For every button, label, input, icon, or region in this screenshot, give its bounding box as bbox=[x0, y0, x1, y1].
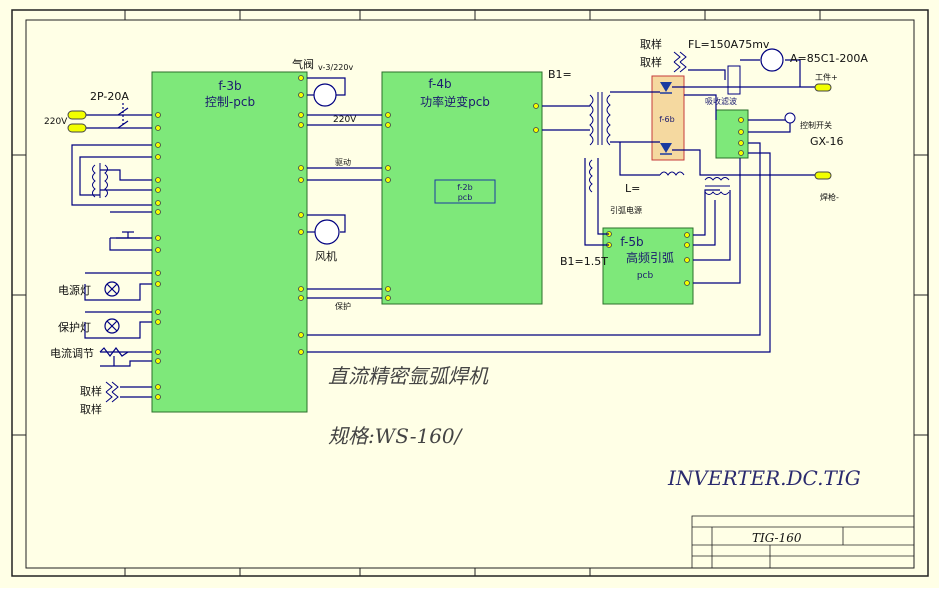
diagram-title: 直流精密氩弧焊机 bbox=[328, 364, 489, 388]
ammeter-label: A=85C1-200A bbox=[790, 52, 868, 65]
inverter-subboard bbox=[434, 179, 496, 204]
arc-pcb-sub: pcb bbox=[637, 271, 654, 281]
title-block bbox=[691, 515, 915, 569]
inverter-pcb-name: 功率逆变pcb bbox=[420, 94, 490, 109]
border-ticks bbox=[12, 10, 928, 576]
gas-valve-symbol bbox=[313, 83, 337, 107]
arc-pcb-block: f-5b 高频引弧 pcb bbox=[602, 227, 694, 305]
fan-symbol bbox=[314, 219, 340, 245]
mains-plugs bbox=[67, 110, 87, 133]
sample-connectors-left bbox=[105, 381, 119, 403]
power-lamp-symbol bbox=[104, 281, 120, 297]
torch-switch-label: 控制开关 bbox=[800, 120, 832, 130]
title-block-drawing-no: TIG-160 bbox=[752, 531, 802, 545]
protect-lamp-symbol bbox=[104, 318, 120, 334]
fan-label: 风机 bbox=[315, 249, 337, 263]
hf-coupling-coil bbox=[704, 177, 730, 195]
fl-label: FL=150A75mv bbox=[688, 38, 770, 51]
sample-top-label-2: 取样 bbox=[640, 55, 662, 69]
ammeter-symbol bbox=[760, 48, 784, 72]
inverter-subboard-id: f-2b bbox=[457, 183, 472, 192]
control-left-pins bbox=[155, 112, 161, 400]
push-button-symbol bbox=[116, 231, 140, 239]
inverter-subboard-name: pcb bbox=[458, 193, 473, 202]
inductor-l bbox=[659, 171, 685, 176]
control-pcb-rect bbox=[151, 71, 308, 413]
torch-switch-symbol bbox=[784, 112, 796, 124]
arc-pcb-name: 高频引弧 bbox=[626, 250, 674, 265]
inner-border bbox=[25, 19, 915, 569]
sample-label-2: 取样 bbox=[80, 402, 102, 416]
gas-valve-spec-label: v-3/220v bbox=[318, 63, 353, 72]
l-label: L= bbox=[625, 182, 640, 195]
sample-connectors-top bbox=[673, 51, 687, 73]
work-plus-label: 工件+ bbox=[815, 72, 838, 82]
absorb-filter-block bbox=[715, 109, 749, 159]
protect-lamp-label: 保护灯 bbox=[58, 320, 91, 334]
control-right-pins bbox=[298, 75, 304, 355]
control-pcb-name: 控制-pcb bbox=[205, 95, 255, 109]
diode-top bbox=[660, 82, 672, 92]
arc-pcb-id: f-5b bbox=[620, 235, 643, 249]
shunt-symbol bbox=[727, 65, 741, 95]
inverter-pcb-rect bbox=[381, 71, 543, 305]
arc-pcb-rect bbox=[602, 227, 694, 305]
drive-label: 驱动 bbox=[335, 157, 351, 167]
breaker-label: 2P-20A bbox=[90, 90, 129, 103]
arc-supply-label: 引弧电源 bbox=[610, 205, 642, 215]
torch-minus-label: 焊枪- bbox=[820, 192, 839, 202]
diode-bottom bbox=[660, 143, 672, 153]
diagram-spec: 规格:WS-160/ bbox=[328, 424, 464, 448]
wiring bbox=[71, 59, 815, 398]
control-transformer bbox=[92, 163, 108, 198]
output-plugs bbox=[814, 83, 832, 180]
mains-label: 220V bbox=[44, 117, 68, 127]
absorb-filter-rect bbox=[715, 109, 749, 159]
sample-label-1: 取样 bbox=[80, 384, 102, 398]
gx-label: GX-16 bbox=[810, 135, 843, 148]
sample-top-label-1: 取样 bbox=[640, 37, 662, 51]
protect-label: 保护 bbox=[335, 301, 351, 311]
outer-border bbox=[11, 9, 929, 577]
diagram-english-title: INVERTER.DC.TIG bbox=[667, 466, 861, 490]
absorb-filter-label: 吸收滤波 bbox=[705, 96, 737, 106]
inverter-pcb-block: f-4b 功率逆变pcb f-2b pcb bbox=[381, 71, 543, 305]
b1-arc-label: B1=1.5T bbox=[560, 255, 608, 268]
inverter-pins bbox=[385, 103, 539, 301]
gas-valve-label: 气阀 bbox=[292, 57, 314, 71]
b1-label: B1= bbox=[548, 68, 572, 81]
rectifier-id: f-6b bbox=[659, 115, 674, 124]
arc-supply-coil bbox=[589, 159, 593, 193]
power-lamp-label: 电源灯 bbox=[58, 283, 91, 297]
rectifier-block: f-6b bbox=[651, 75, 685, 161]
control-pcb-id: f-3b bbox=[218, 79, 241, 93]
potentiometer-symbol bbox=[99, 347, 129, 366]
control-pcb-block: f-3b 控制-pcb bbox=[151, 71, 308, 413]
transformer-b1 bbox=[589, 92, 611, 146]
current-adjust-label: 电流调节 bbox=[50, 346, 94, 360]
inverter-pcb-id: f-4b bbox=[428, 77, 451, 91]
breaker-symbol bbox=[117, 103, 129, 129]
wire-220-label: 220V bbox=[333, 115, 357, 125]
